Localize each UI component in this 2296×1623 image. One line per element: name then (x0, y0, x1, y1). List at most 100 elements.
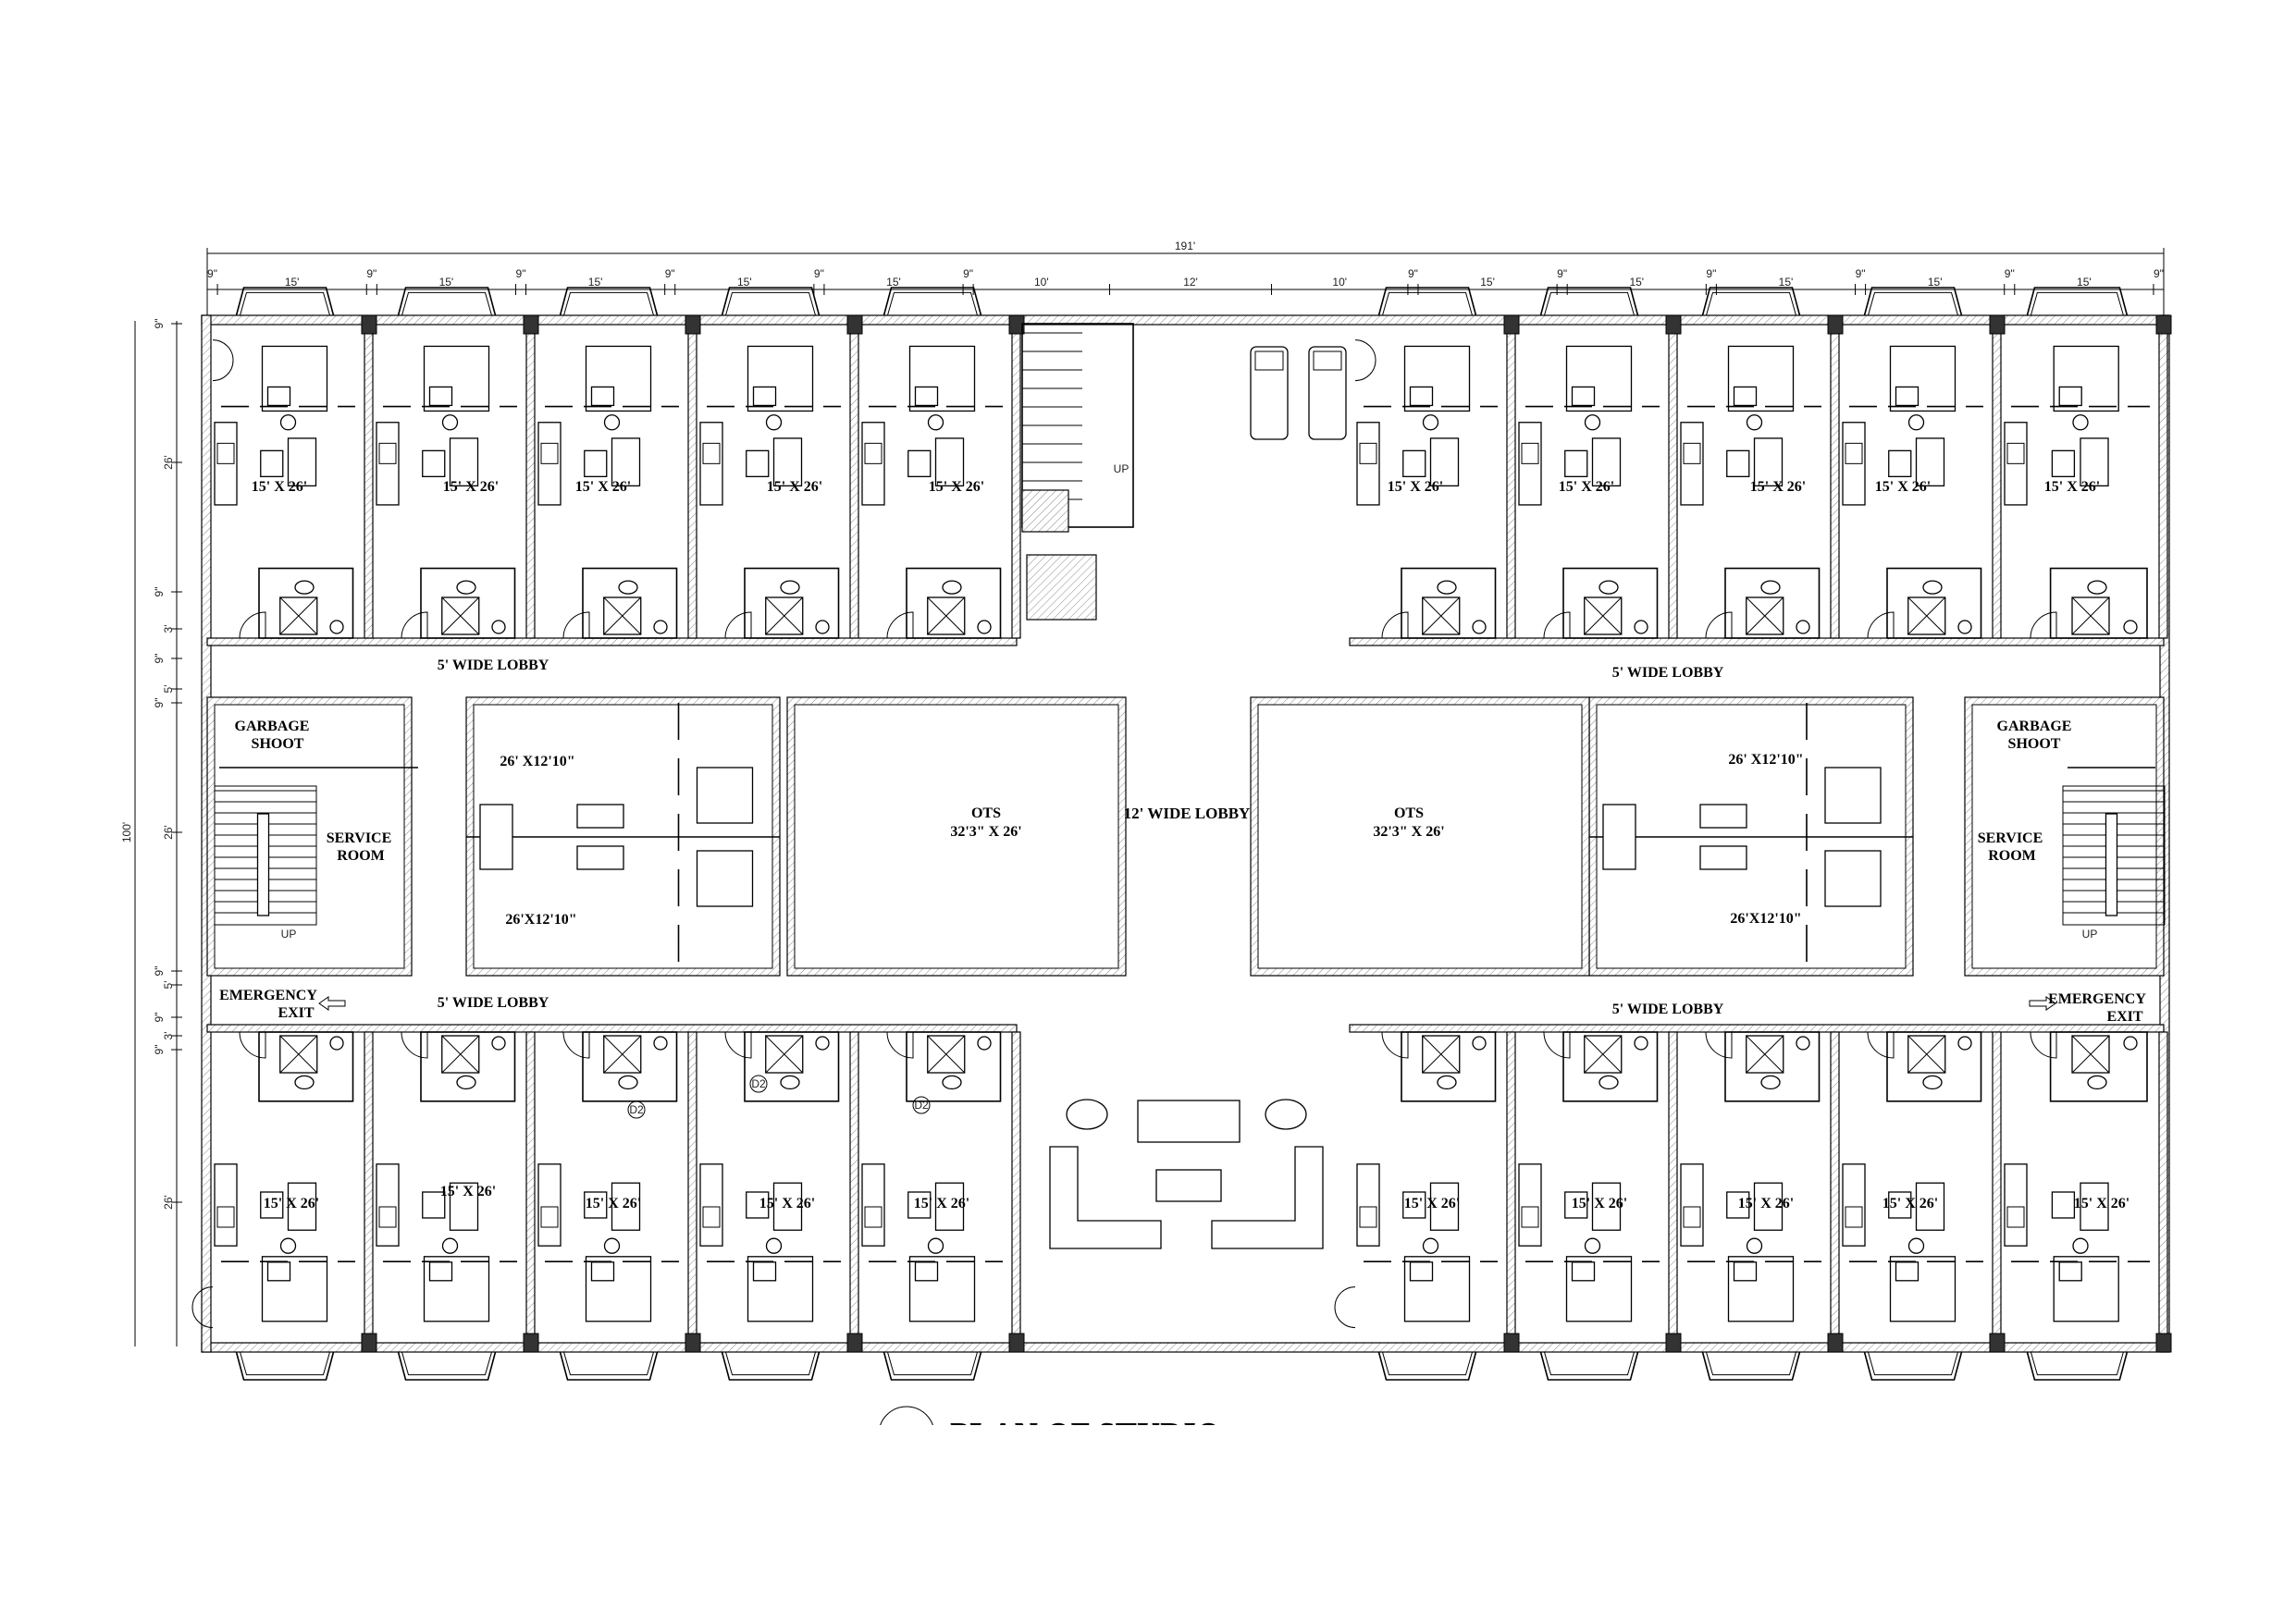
pillow (266, 1261, 291, 1282)
bed (696, 767, 754, 824)
left-segment-label: 26' (162, 1195, 175, 1210)
pillow (2058, 386, 2082, 407)
structural-column (361, 314, 377, 335)
pillow (1895, 1261, 1920, 1282)
service-room-label: ROOM (337, 848, 385, 864)
pillow (428, 1261, 453, 1282)
corridor-wall (206, 1024, 1018, 1033)
bathroom (906, 567, 1002, 639)
top-segment-label: 15' (439, 276, 454, 289)
unit-size-label: 15' X 26' (1738, 1196, 1794, 1211)
studio-unit (2004, 1031, 2172, 1381)
structural-column (1827, 1333, 1844, 1353)
left-segment-label: 9" (153, 698, 166, 708)
sofa (1753, 437, 1784, 487)
sofa (2080, 437, 2109, 487)
pillow (1409, 386, 1434, 407)
service-room-label: SERVICE (327, 830, 392, 846)
bay-window-inner (1868, 291, 1958, 316)
bathroom (1401, 1031, 1497, 1102)
structural-column (2155, 314, 2172, 335)
window-door-arc (191, 1286, 214, 1329)
ots-right-inner (1257, 704, 1583, 969)
shower-cross (2071, 596, 2110, 635)
bay-window-inner (887, 291, 978, 316)
toilet (294, 580, 315, 595)
top-segment-label: 9" (1408, 267, 1418, 280)
lift-shaft (1021, 489, 1069, 533)
partition-wall (2158, 1031, 2168, 1347)
sofa (611, 437, 641, 487)
bay-window-inner (240, 291, 330, 316)
plant-pot (1066, 1099, 1108, 1130)
entry-door (401, 1031, 428, 1059)
stool (1422, 414, 1439, 431)
toilet (1922, 1075, 1943, 1090)
studio-unit (1842, 287, 2006, 639)
pillow (1733, 1261, 1758, 1282)
studio-size-label: 26'X12'10" (1730, 911, 1801, 927)
lift-shaft (1026, 554, 1097, 621)
shower-cross (603, 1035, 642, 1074)
stool (441, 414, 459, 431)
partition-wall (2158, 320, 2168, 639)
partition-wall (1830, 320, 1840, 639)
shower-cross (1422, 1035, 1461, 1074)
sink-icon (1521, 442, 1539, 464)
bathroom (1562, 567, 1659, 639)
toilet (780, 580, 800, 595)
structural-column (523, 314, 539, 335)
washbasin (1634, 620, 1648, 634)
shower-cross (927, 1035, 966, 1074)
table (584, 449, 608, 478)
sofa (287, 437, 317, 487)
bay-window (1701, 1351, 1801, 1381)
bed (696, 850, 754, 907)
washbasin (491, 620, 506, 634)
bed (1824, 767, 1882, 824)
left-segment-label: 9" (153, 1045, 166, 1055)
stair-up-label: UP (2082, 928, 2098, 941)
bathroom (420, 1031, 516, 1102)
sofa (1915, 437, 1945, 487)
washbasin (1796, 1036, 1810, 1051)
bay-window-inner (1706, 1351, 1796, 1376)
left-segment-label: 26' (162, 455, 175, 470)
toilet (1760, 580, 1781, 595)
emergency-exit-label: EMERGENCY (2048, 991, 2146, 1007)
toilet (2087, 1075, 2107, 1090)
stool (603, 414, 621, 431)
unit-size-label: 15' X 26' (443, 479, 499, 495)
l-sofa-right (1211, 1146, 1324, 1249)
pillow (752, 1261, 777, 1282)
toilet (618, 1075, 638, 1090)
toilet (942, 1075, 962, 1090)
bathroom (258, 567, 354, 639)
table (260, 1191, 284, 1219)
washbasin (1957, 620, 1972, 634)
plant-pot (1265, 1099, 1307, 1130)
washbasin (977, 620, 992, 634)
partition-wall (364, 1031, 374, 1347)
bathroom (258, 1031, 354, 1102)
outer-wall-top (201, 314, 2170, 326)
top-segment-label: 9" (963, 267, 973, 280)
shower-cross (279, 1035, 318, 1074)
washbasin (1634, 1036, 1648, 1051)
top-segment-label: 15' (1928, 276, 1943, 289)
top-segment-label: 15' (886, 276, 901, 289)
structural-column (1503, 314, 1520, 335)
sink-icon (864, 1206, 883, 1228)
studio-unit (1354, 287, 1520, 639)
stool (1584, 1237, 1601, 1254)
left-segment-label: 9" (153, 1013, 166, 1023)
structural-column (523, 1333, 539, 1353)
studio-size-label: 26' X12'10" (1728, 752, 1803, 768)
bay-window (397, 287, 497, 316)
bay-window (1863, 287, 1963, 316)
central-lobby-label: 12' WIDE LOBBY (1124, 805, 1251, 822)
studio-unit (376, 287, 539, 639)
pillow (914, 1261, 939, 1282)
entry-door (239, 611, 266, 639)
top-segment-label: 9" (1557, 267, 1567, 280)
